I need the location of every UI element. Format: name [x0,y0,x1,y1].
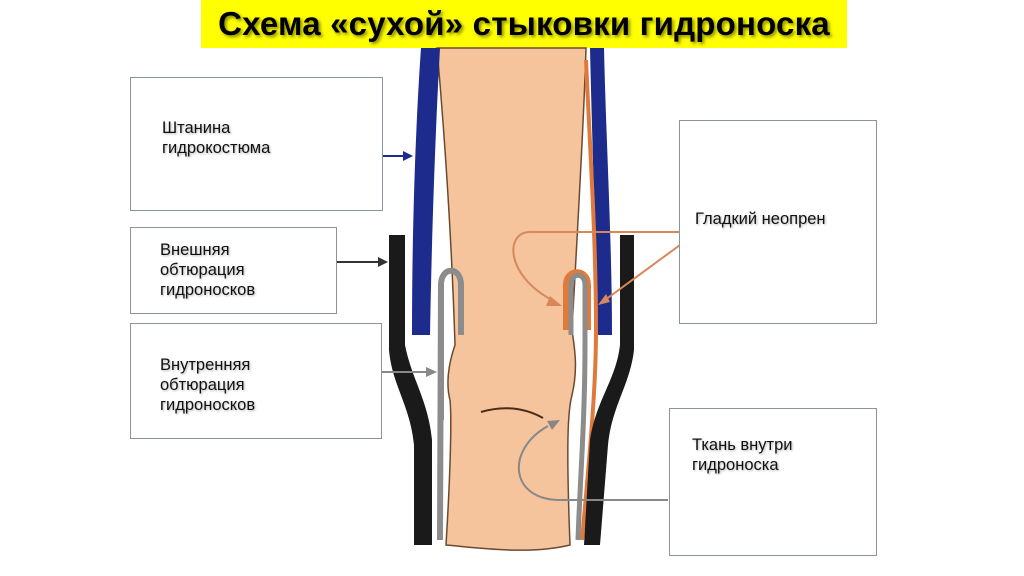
label-sock-fabric: Ткань внутри гидроноска [692,436,793,474]
label-inner-obturation: Внутренняя обтюрация гидроносков [160,356,256,414]
inner-seal-left-long [437,284,444,541]
knee-crease [480,407,544,419]
pointer-wetsuit-leg [383,151,413,161]
label-box-wetsuit-leg: Штанина гидрокостюма [130,77,383,211]
pointer-inner-obturation [382,367,437,377]
label-box-inner-obturation: Внутренняя обтюрация гидроносков [130,323,382,439]
label-box-outer-obturation: Внешняя обтюрация гидроносков [130,227,337,314]
pointer-outer-obturation [337,257,388,267]
inner-seal-left [438,267,464,420]
outer-sock-right [584,235,634,545]
label-smooth-neoprene: Гладкий неопрен [695,210,826,228]
diagram-title: Схема «сухой» стыковки гидроноска [218,5,830,42]
leg-skin [436,47,587,551]
outer-sock-left [389,235,432,545]
pointer-sock-fabric [517,420,668,501]
label-outer-obturation: Внешняя обтюрация гидроносков [160,241,256,299]
label-box-sock-fabric: Ткань внутри гидроноска [669,408,877,556]
wetsuit-leg-left [412,48,440,335]
smooth-neoprene-fold [563,269,591,330]
title-banner: Схема «сухой» стыковки гидроноска [201,0,847,48]
inner-seal-right [568,272,588,541]
label-box-smooth-neoprene: Гладкий неопрен [679,120,877,324]
label-wetsuit-leg: Штанина гидрокостюма [162,119,271,157]
pointer-smooth-neoprene [512,231,681,306]
